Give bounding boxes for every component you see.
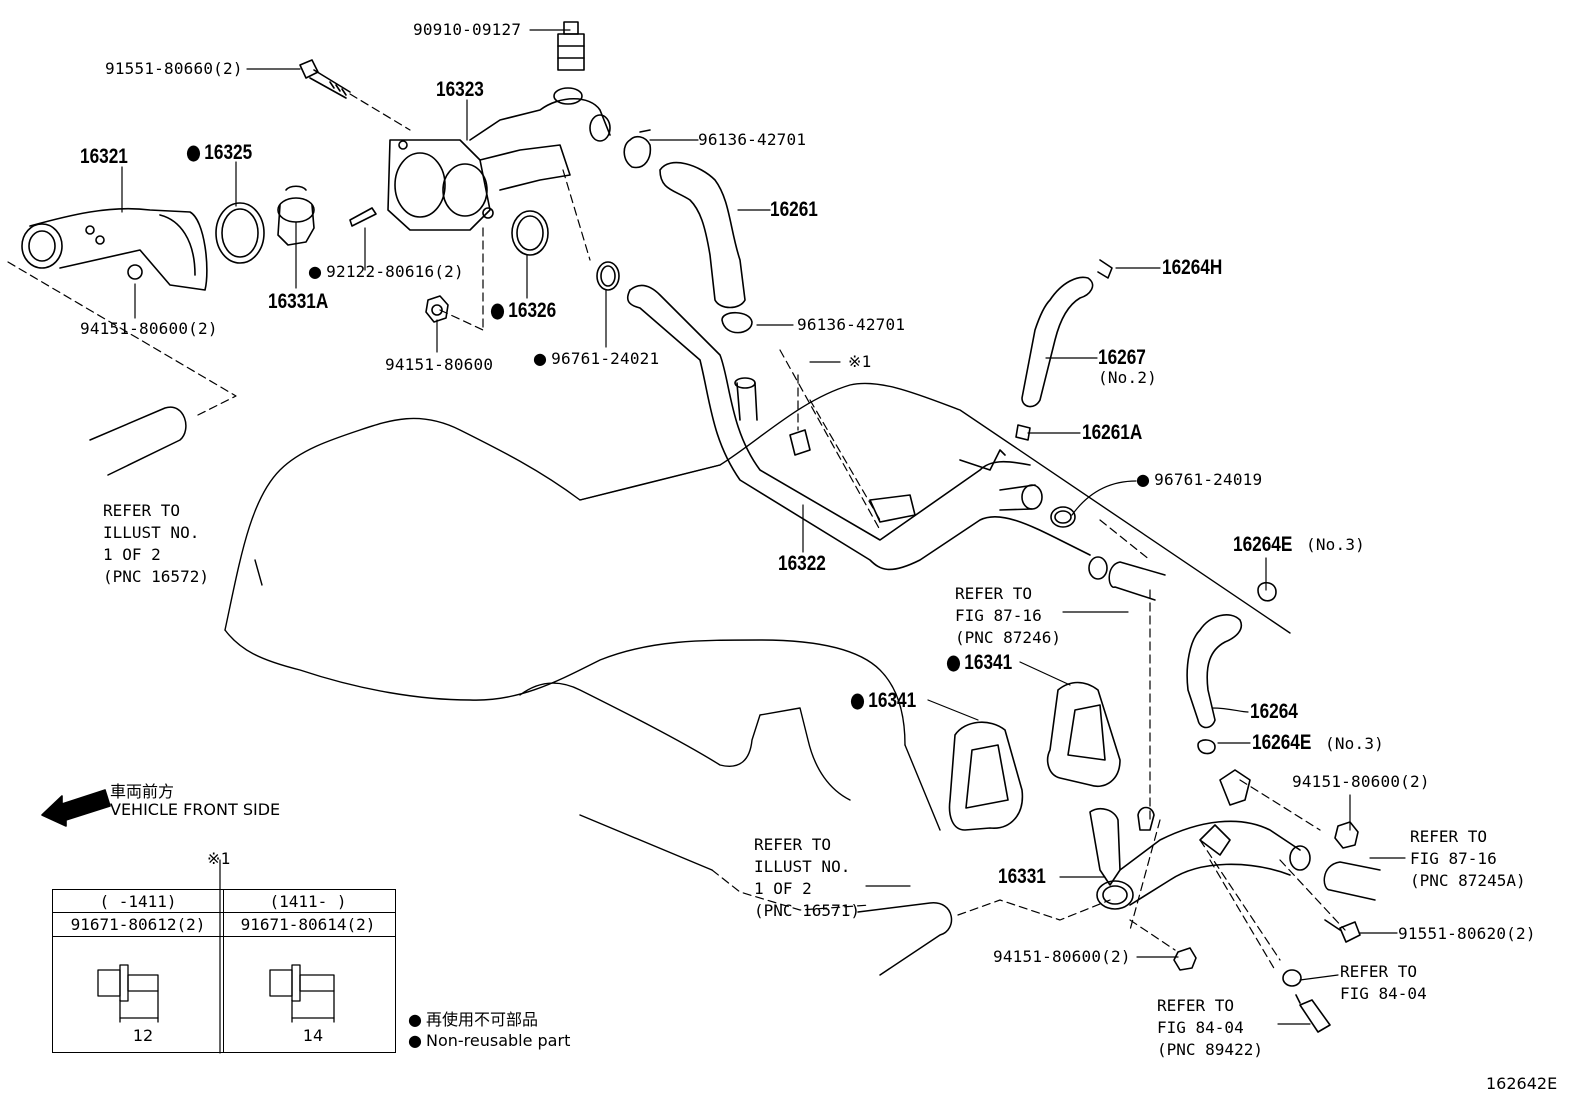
label-94151-80600-d: 94151-80600(2) [993,947,1131,966]
direction-label-en: VEHICLE FRONT SIDE [110,800,281,819]
table-part-after: 91671-80614(2) [240,915,376,934]
label-note-mark: ※1 [848,352,872,371]
leader-lines [121,29,1406,1054]
label-16331: 16331 [998,865,1046,888]
label-16323: 16323 [436,78,484,101]
label-16325: 16325 [186,140,252,165]
engine-outline [224,382,1291,871]
parts-artwork [21,21,1361,1033]
label-16261a: 16261A [1082,421,1143,444]
table-dim-after: 14 [302,1026,324,1045]
label-90910-09127: 90910-09127 [413,20,522,39]
legend-en: Non-reusable part [408,1031,570,1050]
variant-table: ( -1411) (1411- ) 91671-80612(2) 91671-8… [52,889,396,1053]
direction-label-jp: 車両前方 [110,782,175,801]
illustration-id: 162642E [1486,1074,1558,1093]
ref-hoses [89,406,1381,976]
label-16341-b: 16341 [850,688,916,713]
label-16267-sub: (No.2) [1098,368,1157,387]
label-16264h: 16264H [1162,256,1223,279]
table-header-before: ( -1411) [99,892,177,911]
legend-jp: 再使用不可部品 [408,1006,538,1030]
label-16322: 16322 [778,552,826,575]
table-dim-before: 12 [132,1026,154,1045]
label-91551-80660: 91551-80660(2) [105,59,243,78]
dashed-lines [7,93,1346,971]
label-16341-a: 16341 [946,650,1012,675]
label-16267: 16267 [1098,346,1146,369]
label-94151-80600-a: 94151-80600(2) [80,319,218,338]
label-16331a: 16331A [268,290,329,313]
label-16264e-b-sub: (No.3) [1325,734,1384,753]
label-16264e-b: 16264E [1252,731,1312,754]
label-94151-80600-c: 94151-80600(2) [1292,772,1430,791]
label-16321: 16321 [80,145,128,168]
label-91551-80620: 91551-80620(2) [1398,924,1536,943]
label-16264e-a-sub: (No.3) [1306,535,1365,554]
label-16264e-a: 16264E [1233,533,1293,556]
label-96136-42701-b: 96136-42701 [797,315,906,334]
label-94151-80600-b: 94151-80600 [385,355,494,374]
label-96761-24021: 96761-24021 [533,349,659,368]
label-16261: 16261 [770,198,818,221]
table-part-before: 91671-80612(2) [70,915,206,934]
label-96761-24019: 96761-24019 [1136,470,1262,489]
label-96136-42701-a: 96136-42701 [698,130,807,149]
label-92122-80616: 92122-80616(2) [308,262,464,281]
label-16326: 16326 [490,298,556,323]
label-16264: 16264 [1250,700,1298,723]
table-mark: ※1 [207,849,231,868]
table-header-after: (1411- ) [269,892,347,911]
